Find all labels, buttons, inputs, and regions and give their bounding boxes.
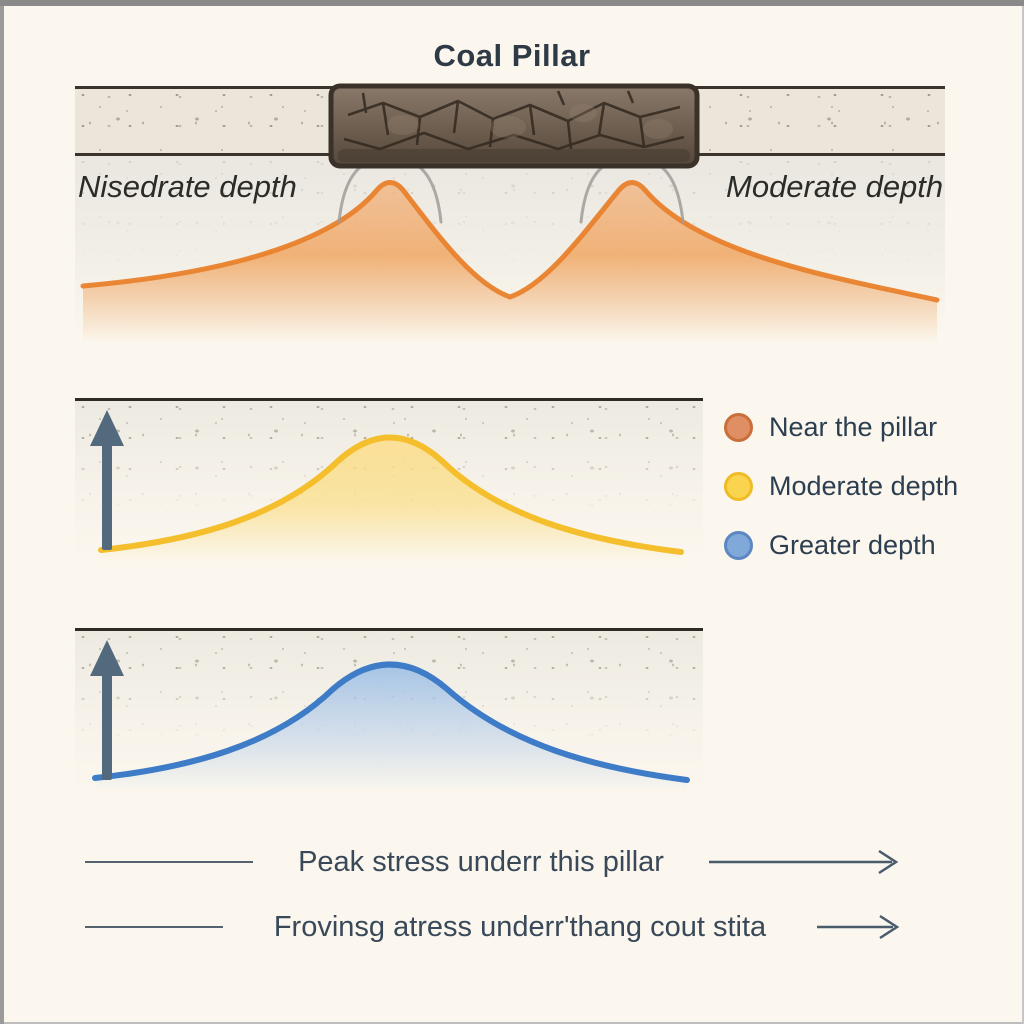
legend-label: Near the pillar [769,411,938,442]
annotation-line [85,861,253,863]
greater-depth-stress-curve [92,661,690,793]
stress-axis-arrow-icon [90,410,124,550]
moderate-depth-stress-curve [98,434,684,563]
page-title: Coal Pillar [433,38,591,73]
legend-label: Greater depth [769,529,936,560]
legend-item-near-pillar: Near the pillar [724,411,958,443]
greater-depth-panel [75,628,703,793]
annotation-line [85,926,223,928]
blue-swatch-icon [724,530,753,560]
right-arrow-icon [709,849,899,875]
legend-item-greater-depth: Greater depth [724,529,958,561]
legend-label: Moderate depth [769,470,959,501]
faint-speckle-texture [75,156,945,271]
right-depth-label: Moderate depth [726,169,944,204]
annotation-text: Frovinsg atress underr'thang cout stita [273,910,767,943]
legend: Near the pillar Moderate depth Greater d… [724,411,958,588]
coal-pillar-texture [328,83,700,169]
stress-axis-arrow-icon [90,640,124,780]
annotation-row-growing-stress: Frovinsg atress underr'thang cout stita [85,909,909,945]
right-arrow-icon [817,914,900,940]
left-depth-label: Nisedrate depth [78,169,297,204]
annotation-row-peak-stress: Peak stress underr this pillar [85,844,909,880]
legend-item-moderate-depth: Moderate depth [724,470,958,502]
orange-swatch-icon [724,412,753,442]
coal-pillar-block [328,83,700,169]
moderate-depth-panel [75,398,703,563]
yellow-swatch-icon [724,471,753,501]
annotation-text: Peak stress underr this pillar [298,845,664,878]
